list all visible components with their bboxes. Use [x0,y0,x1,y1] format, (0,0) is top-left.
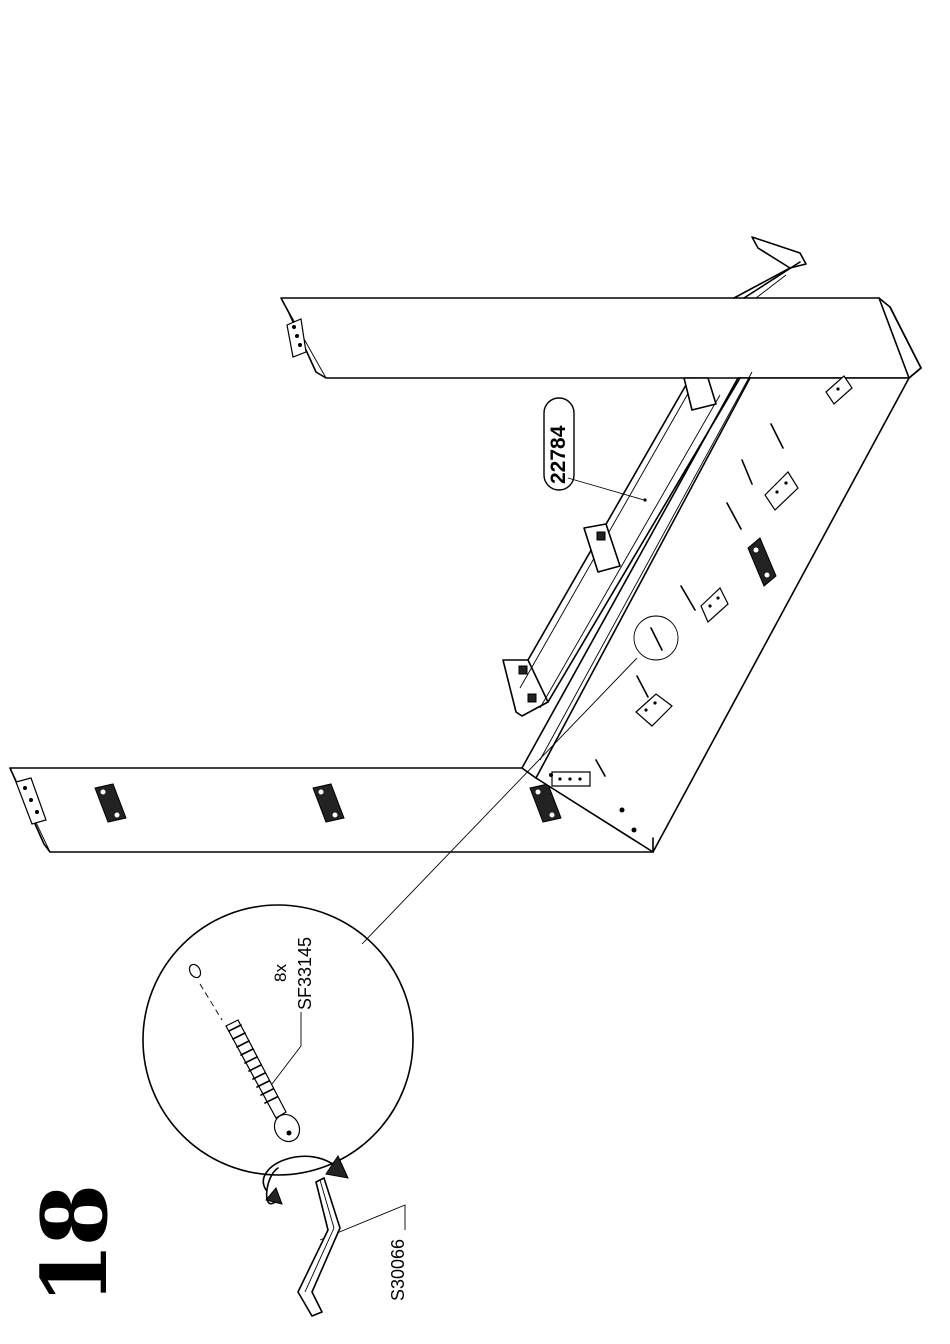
panel-part-id-label: 22784 [548,426,569,484]
hinge-plate-a [552,772,590,786]
screw-icon [226,1020,304,1146]
screw-quantity-label: 8x [272,964,289,982]
side-panel-right [281,298,921,378]
bracket-block-1 [584,524,620,572]
step-number: 18 [30,1188,120,1305]
tool-part-id-label: S30066 [389,1239,407,1301]
bottom-panel [522,368,921,852]
hole-icon [187,962,203,979]
screw-part-id-label: SF33145 [296,937,314,1010]
detail-magnifier [143,905,413,1204]
bracket-block-2 [684,378,716,410]
allen-key-icon [298,1178,340,1316]
leader-lines [272,478,644,1240]
support-rail-upper [734,237,806,298]
rotate-arrow-icon [263,1156,348,1204]
